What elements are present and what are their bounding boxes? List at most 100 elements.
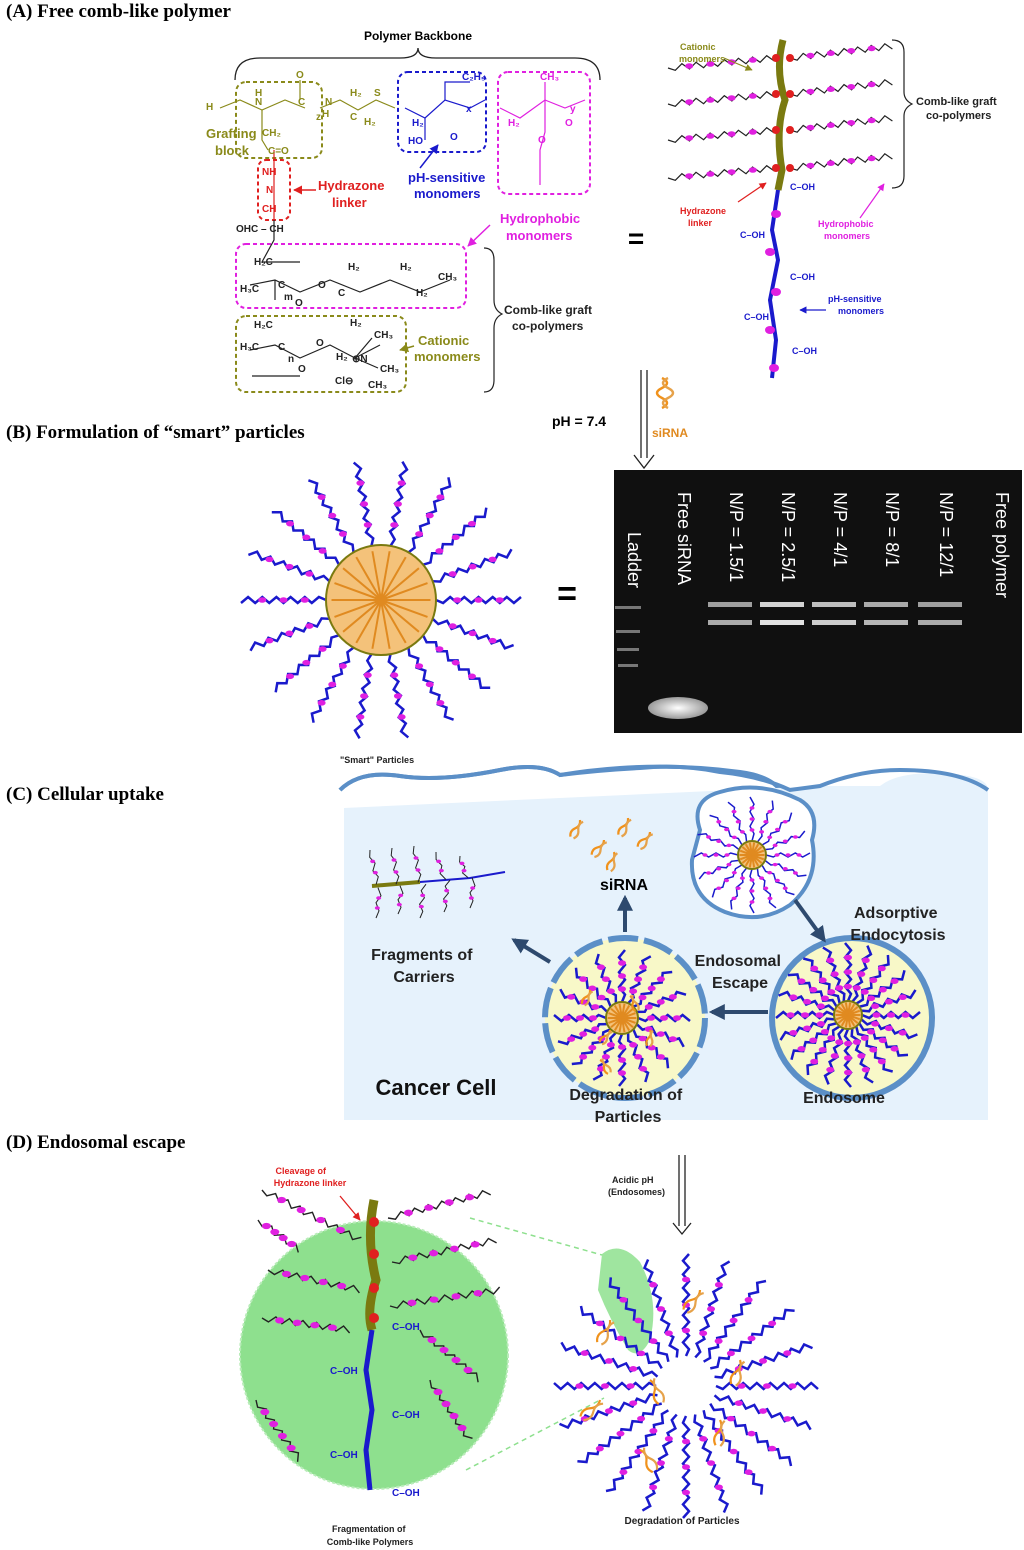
fragmentation-label: Fragmentation of Comb-like Polymers xyxy=(327,1524,414,1547)
monomer-bead xyxy=(844,1069,852,1076)
monomer-bead xyxy=(656,999,665,1005)
sirna-duplex xyxy=(629,994,640,1012)
monomer-bead xyxy=(731,896,737,901)
sirna-duplex xyxy=(682,1289,704,1314)
monomer-bead xyxy=(296,1206,306,1214)
comb-polymer-illustration: C–OHC–OHC–OHC–OHC–OH xyxy=(667,39,893,379)
monomer-bead xyxy=(396,902,402,907)
monomer-bead xyxy=(300,1274,310,1282)
monomer-bead xyxy=(763,886,769,891)
monomer-bead xyxy=(275,1317,285,1324)
monomer-bead xyxy=(772,862,778,867)
monomer-bead xyxy=(595,1445,604,1452)
monomer-bead xyxy=(847,158,856,164)
monomer-bead xyxy=(281,1270,291,1278)
polymer-chain xyxy=(779,1017,835,1041)
sirna-duplex xyxy=(605,851,619,873)
monomer-bead xyxy=(731,809,737,814)
monomer-bead xyxy=(601,976,610,982)
monomer-bead xyxy=(363,672,372,678)
polymer-chain xyxy=(419,883,427,919)
monomer-bead xyxy=(748,93,757,99)
monomer-bead xyxy=(408,1254,418,1261)
grafting-block-label: Grafting block xyxy=(206,126,260,158)
monomer-bead xyxy=(393,693,402,699)
monomer-bead xyxy=(619,1297,628,1303)
monomer-bead xyxy=(629,1400,638,1406)
monomer-bead xyxy=(270,1228,280,1236)
monomer-bead xyxy=(727,169,736,175)
svg-text:H₂: H₂ xyxy=(412,118,424,129)
monomer-bead xyxy=(713,853,719,857)
monomer-bead xyxy=(656,976,665,982)
sirna-release-label: siRNA xyxy=(600,877,648,894)
svg-text:H₂C: H₂C xyxy=(254,320,273,331)
monomer-bead xyxy=(726,862,732,867)
polymer-chain xyxy=(789,153,893,171)
monomer-bead xyxy=(810,1058,819,1065)
monomer-bead xyxy=(468,896,474,900)
svg-text:OHC – CH: OHC – CH xyxy=(236,224,284,235)
svg-text:H₂: H₂ xyxy=(400,262,412,273)
svg-text:H₃C: H₃C xyxy=(240,342,259,353)
monomer-bead xyxy=(425,681,434,688)
monomer-bead xyxy=(424,1204,434,1211)
monomer-bead xyxy=(706,871,712,875)
hydrophobic-label: Hydrophobic monomers xyxy=(500,211,584,243)
gel-lane-label: N/P = 1.5/1 xyxy=(726,492,746,582)
monomer-bead xyxy=(300,597,309,603)
monomer-bead xyxy=(579,976,588,982)
svg-text:N: N xyxy=(255,97,262,108)
comb-graft-label: Comb-like graft co-polymers xyxy=(504,303,595,333)
monomer-bead xyxy=(847,84,856,90)
monomer-bead xyxy=(734,1400,743,1406)
monomer-bead xyxy=(767,809,773,814)
polymer-chain xyxy=(789,115,893,133)
monomer-bead xyxy=(749,806,755,810)
svg-text:CH₃: CH₃ xyxy=(374,330,393,341)
monomer-bead xyxy=(744,1469,753,1475)
monomer-bead xyxy=(634,976,643,982)
monomer-bead xyxy=(796,853,802,857)
right-comb-label: Comb-like graft co-polymers xyxy=(916,96,1000,122)
complex-band-upper xyxy=(708,602,752,607)
monomer-bead xyxy=(765,326,775,334)
adsorptive-endocytosis-label: Adsorptive Endocytosis xyxy=(850,905,945,944)
monomer-bead xyxy=(567,994,576,1000)
sirna-duplex xyxy=(636,831,654,851)
monomer-bead xyxy=(589,1015,597,1021)
monomer-bead xyxy=(286,1444,296,1452)
formulation-arrow: pH = 7.4 siRNA xyxy=(552,370,688,470)
monomer-bead xyxy=(579,1054,588,1060)
svg-text:O: O xyxy=(295,298,303,309)
sirna-strand xyxy=(342,567,382,601)
monomer-bead xyxy=(588,1044,597,1051)
monomer-bead xyxy=(797,1045,806,1052)
monomer-bead xyxy=(277,1432,287,1440)
monomer-bead xyxy=(714,1281,723,1288)
complex-band-lower xyxy=(864,620,908,625)
sirna-label: siRNA xyxy=(652,426,688,440)
monomer-bead xyxy=(763,819,769,824)
monomer-bead xyxy=(436,494,445,500)
svg-text:C=O: C=O xyxy=(268,146,289,157)
monomer-bead xyxy=(604,1408,613,1414)
monomer-bead xyxy=(606,1041,615,1048)
monomer-bead xyxy=(465,1194,475,1201)
sirna-duplex xyxy=(599,1058,612,1075)
monomer-bead xyxy=(749,900,755,904)
hydrazone-linker-label: Hydrazone linker xyxy=(318,178,388,210)
monomer-bead xyxy=(827,989,836,995)
monomer-bead xyxy=(563,1015,571,1021)
monomer-bead xyxy=(356,480,365,486)
svg-text:C: C xyxy=(298,97,305,108)
monomer-bead xyxy=(468,563,477,570)
monomer-bead xyxy=(468,630,477,637)
monomer-bead xyxy=(338,531,347,537)
backbone-brace xyxy=(234,47,601,81)
monomer-bead xyxy=(668,994,677,1000)
monomer-bead xyxy=(818,1046,827,1053)
section-d-title: (D) Endosomal escape xyxy=(6,1132,185,1153)
monomer-bead xyxy=(597,994,606,1001)
